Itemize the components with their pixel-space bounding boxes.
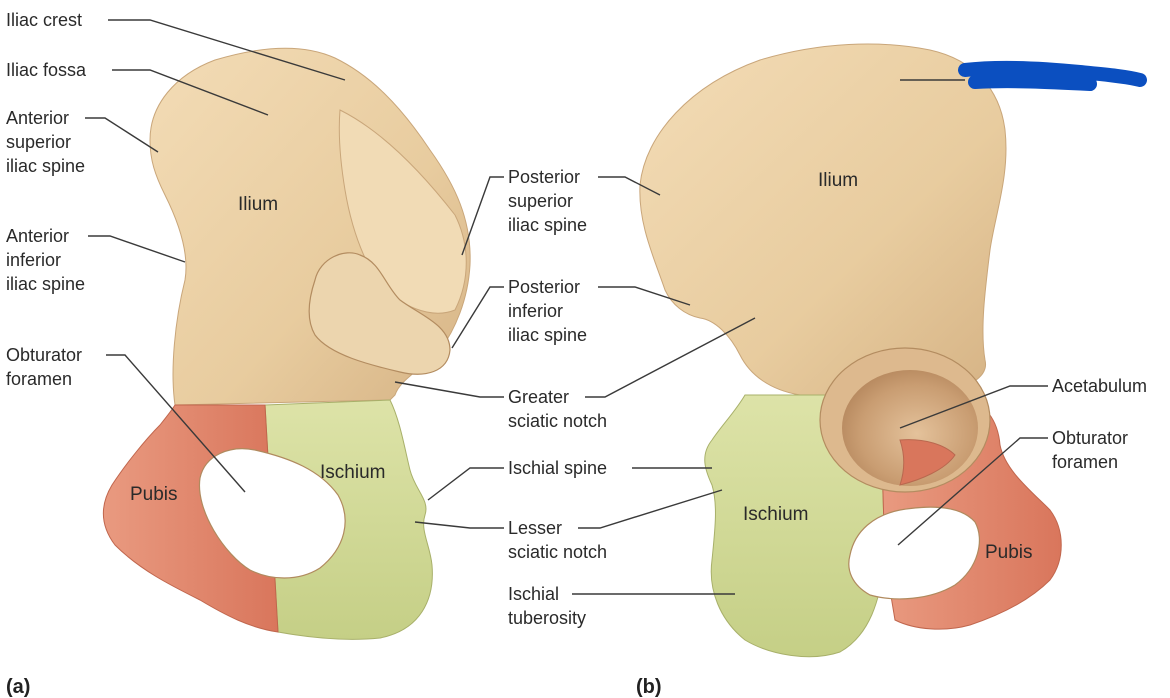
marker-redaction: [958, 60, 1147, 91]
obturator-foramen-b: [848, 506, 980, 600]
leader-lesser-a: [414, 521, 504, 529]
region-ilium-a: Ilium: [238, 194, 278, 215]
labels-panel-b: Acetabulum Obturator foramen: [1052, 376, 1147, 472]
panel-tag-b: (b): [636, 676, 662, 698]
region-pubis-b: Pubis: [985, 542, 1033, 563]
label-aiis-a-line1: Anterior: [6, 226, 69, 246]
region-ischium-b: Ischium: [743, 504, 808, 525]
auricular-surface-a: [308, 252, 451, 375]
labels-center: Posterior superior iliac spine Posterior…: [508, 167, 607, 628]
label-psis-line1: Posterior: [508, 167, 580, 187]
label-iliac-crest-a: Iliac crest: [6, 10, 82, 30]
label-iliac-fossa-a: Iliac fossa: [6, 60, 87, 80]
panel-tag-a: (a): [6, 676, 30, 698]
label-aiis-a-line3: iliac spine: [6, 274, 85, 294]
leader-psis-a: [461, 176, 504, 256]
leader-lines: [85, 19, 1048, 595]
label-obturator-b-line2: foramen: [1052, 452, 1118, 472]
label-psis-line3: iliac spine: [508, 215, 587, 235]
leader-greater-a: [394, 381, 504, 398]
acetabular-notch: [899, 439, 956, 486]
leader-lesser-b: [578, 489, 723, 529]
label-lesser-line1: Lesser: [508, 518, 562, 538]
labels-panel-a: Iliac crest Iliac fossa Anterior superio…: [6, 10, 87, 389]
label-ischial-spine: Ischial spine: [508, 458, 607, 478]
label-acetabulum-b: Acetabulum: [1052, 376, 1147, 396]
label-greater-line2: sciatic notch: [508, 411, 607, 431]
leader-obturator-b: [897, 437, 1048, 546]
bone-a: [102, 47, 471, 640]
acetabulum-b: [819, 347, 991, 493]
label-asis-a-line1: Anterior: [6, 108, 69, 128]
label-tuberosity-line2: tuberosity: [508, 608, 586, 628]
label-psis-line2: superior: [508, 191, 573, 211]
leader-greater-b: [585, 317, 756, 398]
label-asis-a-line2: superior: [6, 132, 71, 152]
leader-piis-a: [451, 286, 504, 349]
leader-aiis-a: [88, 235, 186, 263]
label-obturator-b-line1: Obturator: [1052, 428, 1128, 448]
leader-iliac-crest-a: [108, 19, 346, 81]
label-obturator-a-line1: Obturator: [6, 345, 82, 365]
region-ischium-a: Ischium: [320, 462, 385, 483]
ilium-b-shape: [639, 43, 1007, 396]
label-piis-line2: inferior: [508, 301, 563, 321]
leader-ischial-spine-a: [427, 467, 504, 501]
bone-b: [639, 43, 1062, 658]
region-pubis-a: Pubis: [130, 484, 178, 505]
label-aiis-a-line2: inferior: [6, 250, 61, 270]
leader-psis-b: [598, 176, 661, 196]
ischium-a-shape: [264, 399, 433, 640]
label-obturator-a-line2: foramen: [6, 369, 72, 389]
label-piis-line1: Posterior: [508, 277, 580, 297]
label-asis-a-line3: iliac spine: [6, 156, 85, 176]
leader-iliac-fossa-a: [112, 69, 269, 116]
label-greater-line1: Greater: [508, 387, 569, 407]
region-labels: Ilium Ischium Pubis Ilium Ischium Pubis: [130, 170, 1033, 563]
region-ilium-b: Ilium: [818, 170, 858, 191]
label-lesser-line2: sciatic notch: [508, 542, 607, 562]
leader-asis-a: [85, 117, 159, 153]
label-tuberosity-line1: Ischial: [508, 584, 559, 604]
leader-obturator-a: [106, 354, 246, 493]
leader-acetabulum-b: [899, 385, 1048, 429]
leader-piis-b: [598, 286, 691, 306]
label-piis-line3: iliac spine: [508, 325, 587, 345]
